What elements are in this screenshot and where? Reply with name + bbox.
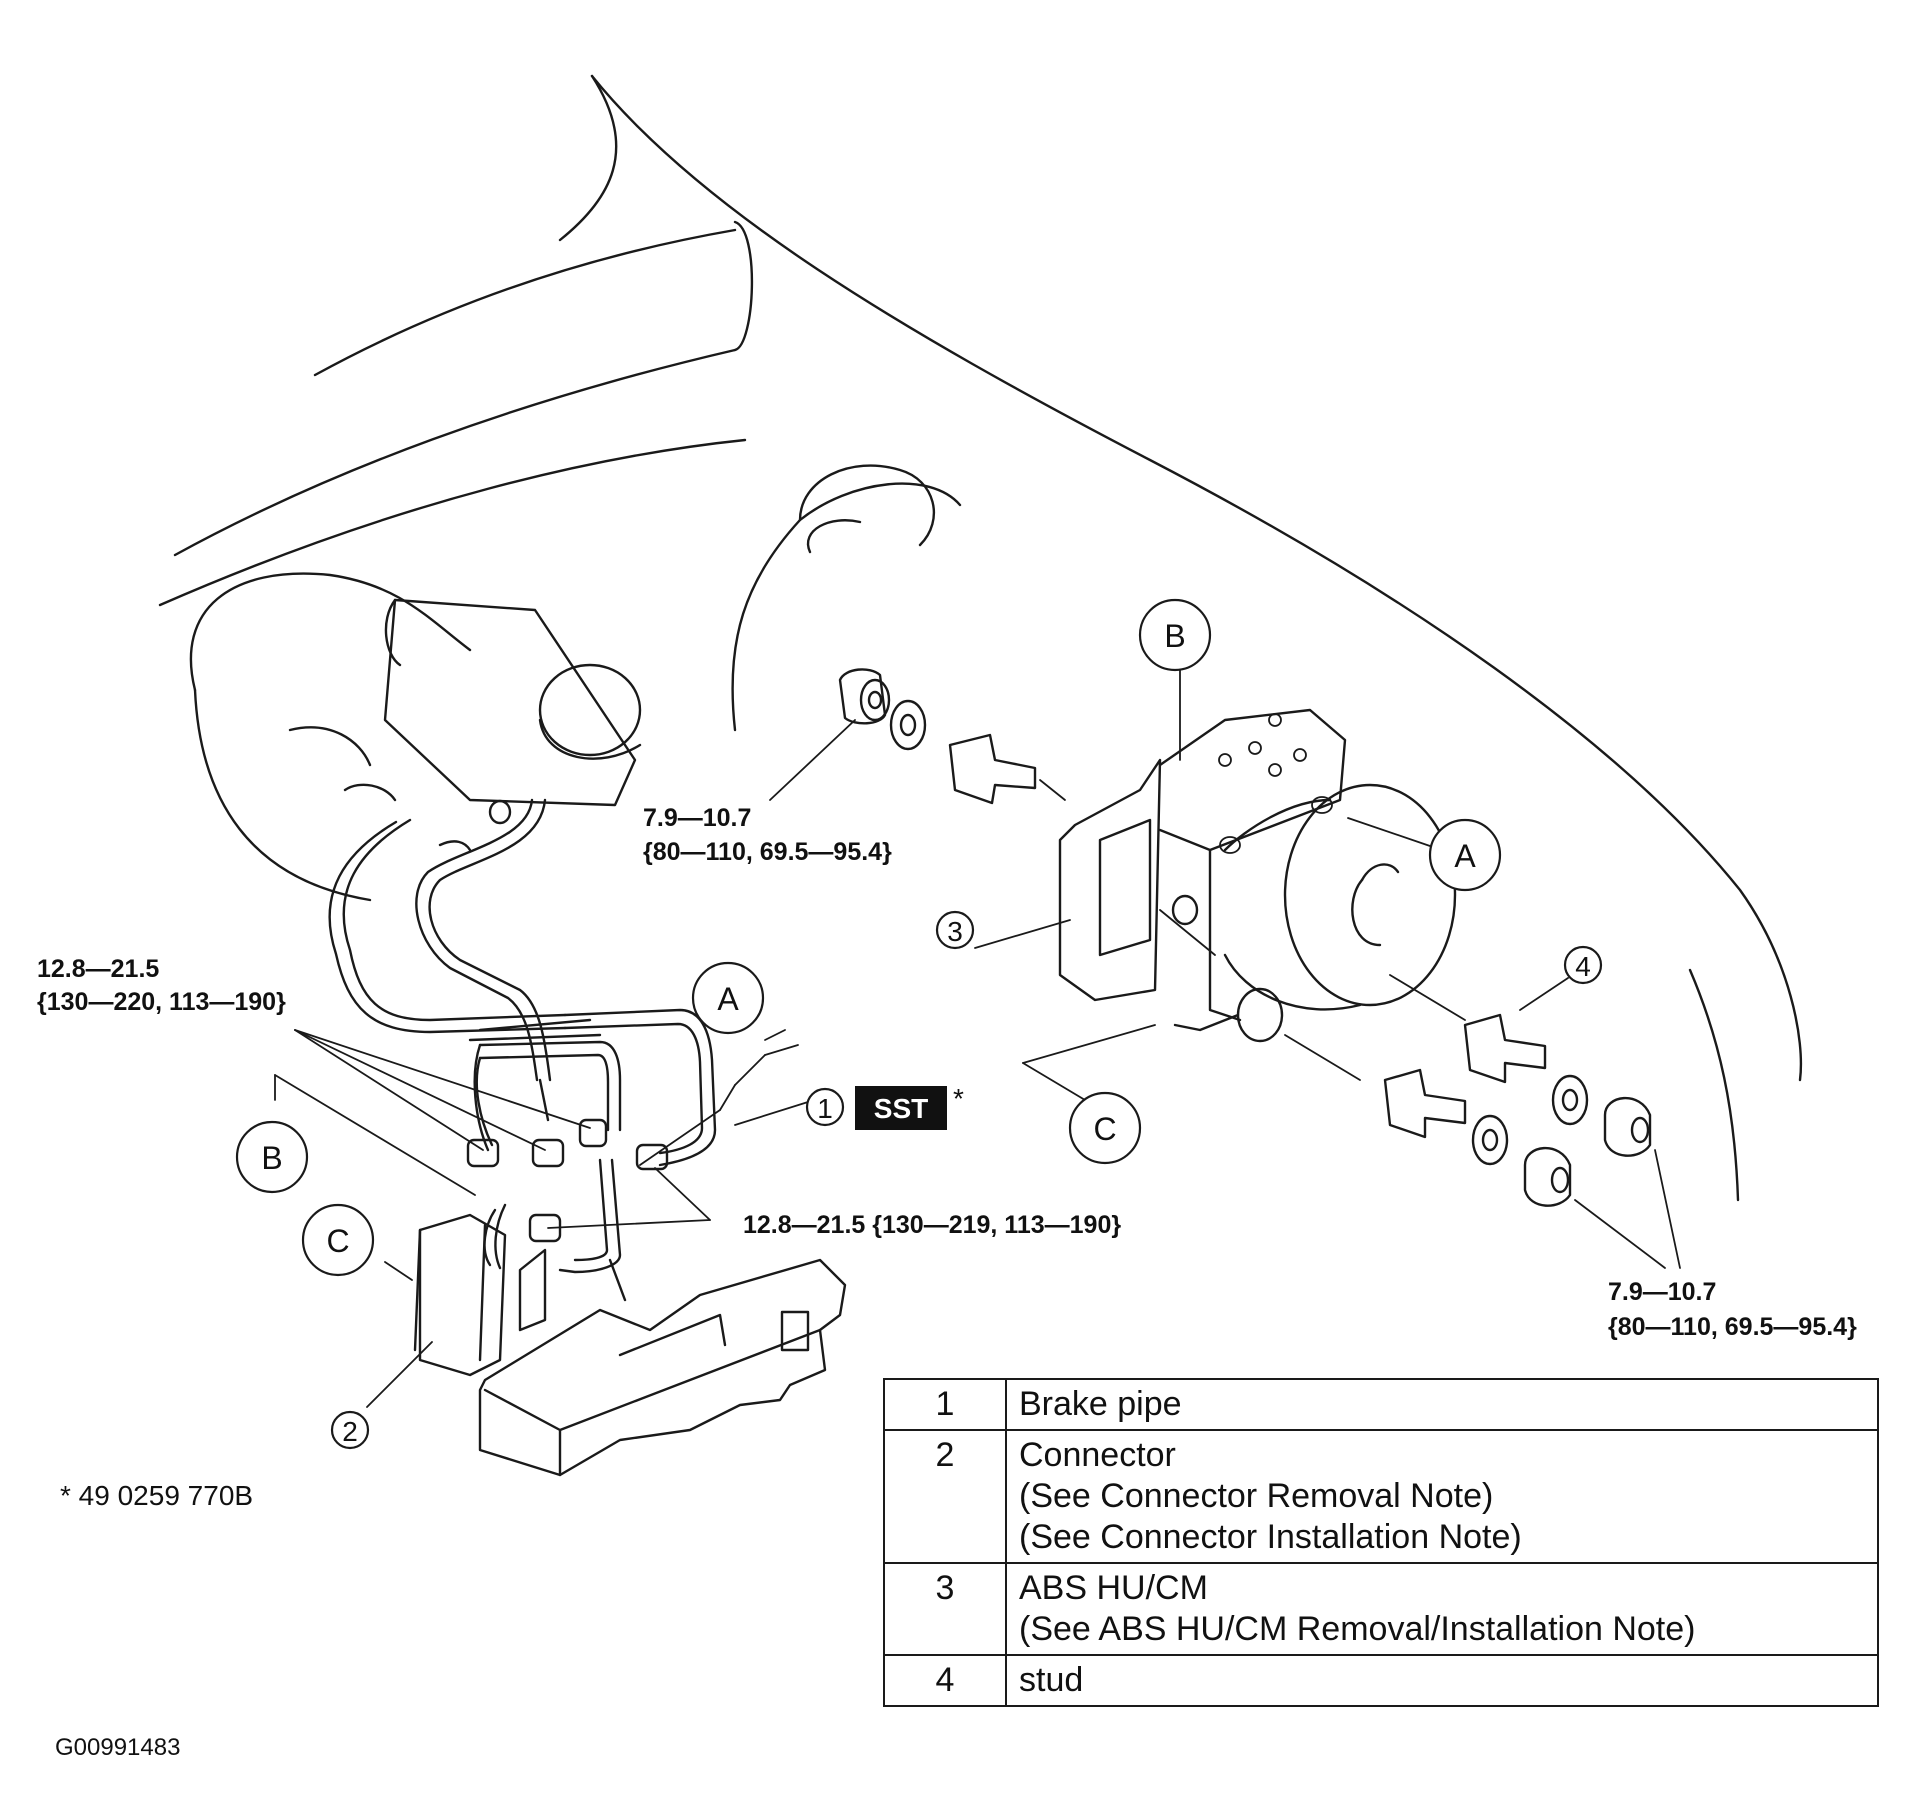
svg-text:3: 3: [947, 916, 963, 947]
legend-row: 3 ABS HU/CM (See ABS HU/CM Removal/Insta…: [883, 1562, 1879, 1656]
parts-legend-table: 1 Brake pipe 2 Connector (See Connector …: [883, 1378, 1879, 1707]
vehicle-body-outline: [158, 74, 1803, 1202]
torque-center-pipes: 12.8—21.5 {130—219, 113—190}: [743, 1211, 1121, 1239]
item-marker-3: 3: [935, 910, 975, 950]
legend-item-number: 4: [883, 1654, 1007, 1707]
legend-line: Connector: [1019, 1436, 1176, 1474]
legend-row: 4 stud: [883, 1654, 1879, 1707]
sst-badge: SST *: [855, 1083, 964, 1130]
figure-code: G00991483: [55, 1734, 180, 1761]
abs-bracket: [413, 1213, 847, 1477]
svg-text:SST: SST: [874, 1093, 928, 1124]
callout-b-left: B: [235, 1120, 309, 1194]
legend-line: stud: [1019, 1661, 1084, 1699]
callout-c-left: C: [301, 1203, 375, 1277]
leader-lines: [274, 659, 1681, 1408]
legend-line: ABS HU/CM: [1019, 1569, 1208, 1607]
master-cylinder-assembly: [189, 572, 642, 902]
legend-line: (See ABS HU/CM Removal/Installation Note…: [1019, 1610, 1696, 1648]
svg-text:B: B: [261, 1140, 282, 1176]
legend-item-number: 1: [883, 1378, 1007, 1431]
legend-line: Brake pipe: [1019, 1385, 1182, 1423]
legend-item-description: Connector (See Connector Removal Note) (…: [1005, 1429, 1879, 1564]
svg-text:C: C: [326, 1223, 349, 1259]
legend-item-description: ABS HU/CM (See ABS HU/CM Removal/Install…: [1005, 1562, 1879, 1656]
svg-text:B: B: [1164, 618, 1185, 654]
svg-text:4: 4: [1575, 951, 1591, 982]
callout-a-left: A: [691, 961, 765, 1035]
item-marker-2: 2: [330, 1410, 370, 1450]
footnote: * 49 0259 770B: [60, 1480, 253, 1511]
svg-text:*: *: [953, 1083, 964, 1114]
legend-item-description: stud: [1005, 1654, 1879, 1707]
svg-text:A: A: [717, 981, 739, 1017]
callout-c-right: C: [1068, 1091, 1142, 1165]
item-marker-4: 4: [1563, 945, 1603, 985]
svg-text:2: 2: [342, 1416, 358, 1447]
item-marker-1: 1: [805, 1087, 845, 1127]
legend-line: (See Connector Installation Note): [1019, 1518, 1522, 1556]
callout-a-right: A: [1428, 818, 1502, 892]
callout-b-right: B: [1138, 598, 1212, 672]
svg-text:1: 1: [817, 1093, 833, 1124]
legend-item-number: 2: [883, 1429, 1007, 1564]
torque-upper-nut-alt: {80—110, 69.5—95.4}: [643, 838, 892, 866]
abs-hu-cm-unit: [1058, 708, 1457, 1043]
torque-right-nut-range: 7.9—10.7: [1608, 1278, 1716, 1306]
legend-item-number: 3: [883, 1562, 1007, 1656]
strut-tower-outline: [731, 464, 962, 732]
legend-line: (See Connector Removal Note): [1019, 1477, 1494, 1515]
torque-left-pipes-range: 12.8—21.5: [37, 955, 159, 983]
svg-text:C: C: [1093, 1111, 1116, 1147]
torque-left-pipes-alt: {130—220, 113—190}: [37, 988, 286, 1016]
torque-upper-nut-range: 7.9—10.7: [643, 804, 751, 832]
legend-row: 1 Brake pipe: [883, 1378, 1879, 1431]
legend-row: 2 Connector (See Connector Removal Note)…: [883, 1429, 1879, 1564]
brake-pipes: [328, 798, 717, 1274]
legend-item-description: Brake pipe: [1005, 1378, 1879, 1431]
svg-text:A: A: [1454, 838, 1476, 874]
torque-right-nut-alt: {80—110, 69.5—95.4}: [1608, 1313, 1857, 1341]
